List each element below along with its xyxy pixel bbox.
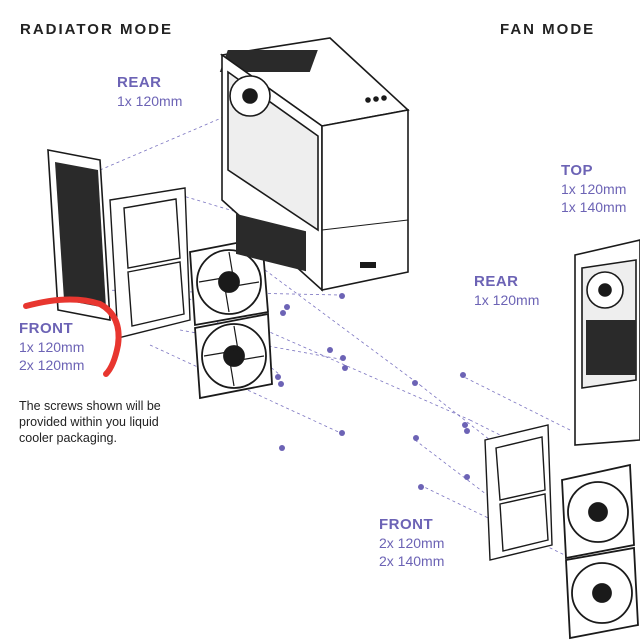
fan-front-line-2: 2x 140mm xyxy=(379,553,445,569)
radiator-front-line-1: 1x 120mm xyxy=(19,339,85,355)
radiator-front-fans xyxy=(189,236,273,400)
fan-top-line-1: 1x 120mm xyxy=(561,181,627,197)
fan-front-label: FRONT 2x 120mm 2x 140mm xyxy=(379,516,444,570)
fan-front-line-1: 2x 120mm xyxy=(379,535,445,551)
fan-mode-bracket xyxy=(484,424,553,561)
fan-rear-title: REAR xyxy=(474,273,519,290)
screws-note: The screws shown will be provided within… xyxy=(19,399,161,445)
radiator-front-line-2: 2x 120mm xyxy=(19,357,85,373)
fan-mode-front-fans xyxy=(561,463,639,640)
fan-rear-label: REAR 1x 120mm xyxy=(474,273,539,309)
radiator-rear-title: REAR xyxy=(117,74,162,91)
case-radiator-mode xyxy=(219,37,410,292)
fan-top-line-2: 1x 140mm xyxy=(561,199,627,215)
fan-mode-heading: FAN MODE xyxy=(500,21,596,38)
radiator-front-label: FRONT 1x 120mm 2x 120mm xyxy=(19,320,84,374)
fan-front-title: FRONT xyxy=(379,516,434,533)
radiator-mode-heading: RADIATOR MODE xyxy=(20,21,173,38)
radiator-bracket xyxy=(109,187,191,339)
fan-top-title: TOP xyxy=(561,162,594,179)
hand-drawn-highlight-mark xyxy=(23,296,122,377)
screws xyxy=(275,293,470,490)
fan-top-label: TOP 1x 120mm 1x 140mm xyxy=(561,162,626,216)
fan-rear-line: 1x 120mm xyxy=(474,292,540,308)
radiator xyxy=(47,149,111,321)
case-fan-mode xyxy=(574,239,640,446)
radiator-front-title: FRONT xyxy=(19,320,74,337)
radiator-rear-label: REAR 1x 120mm xyxy=(117,74,182,110)
radiator-rear-line: 1x 120mm xyxy=(117,93,183,109)
